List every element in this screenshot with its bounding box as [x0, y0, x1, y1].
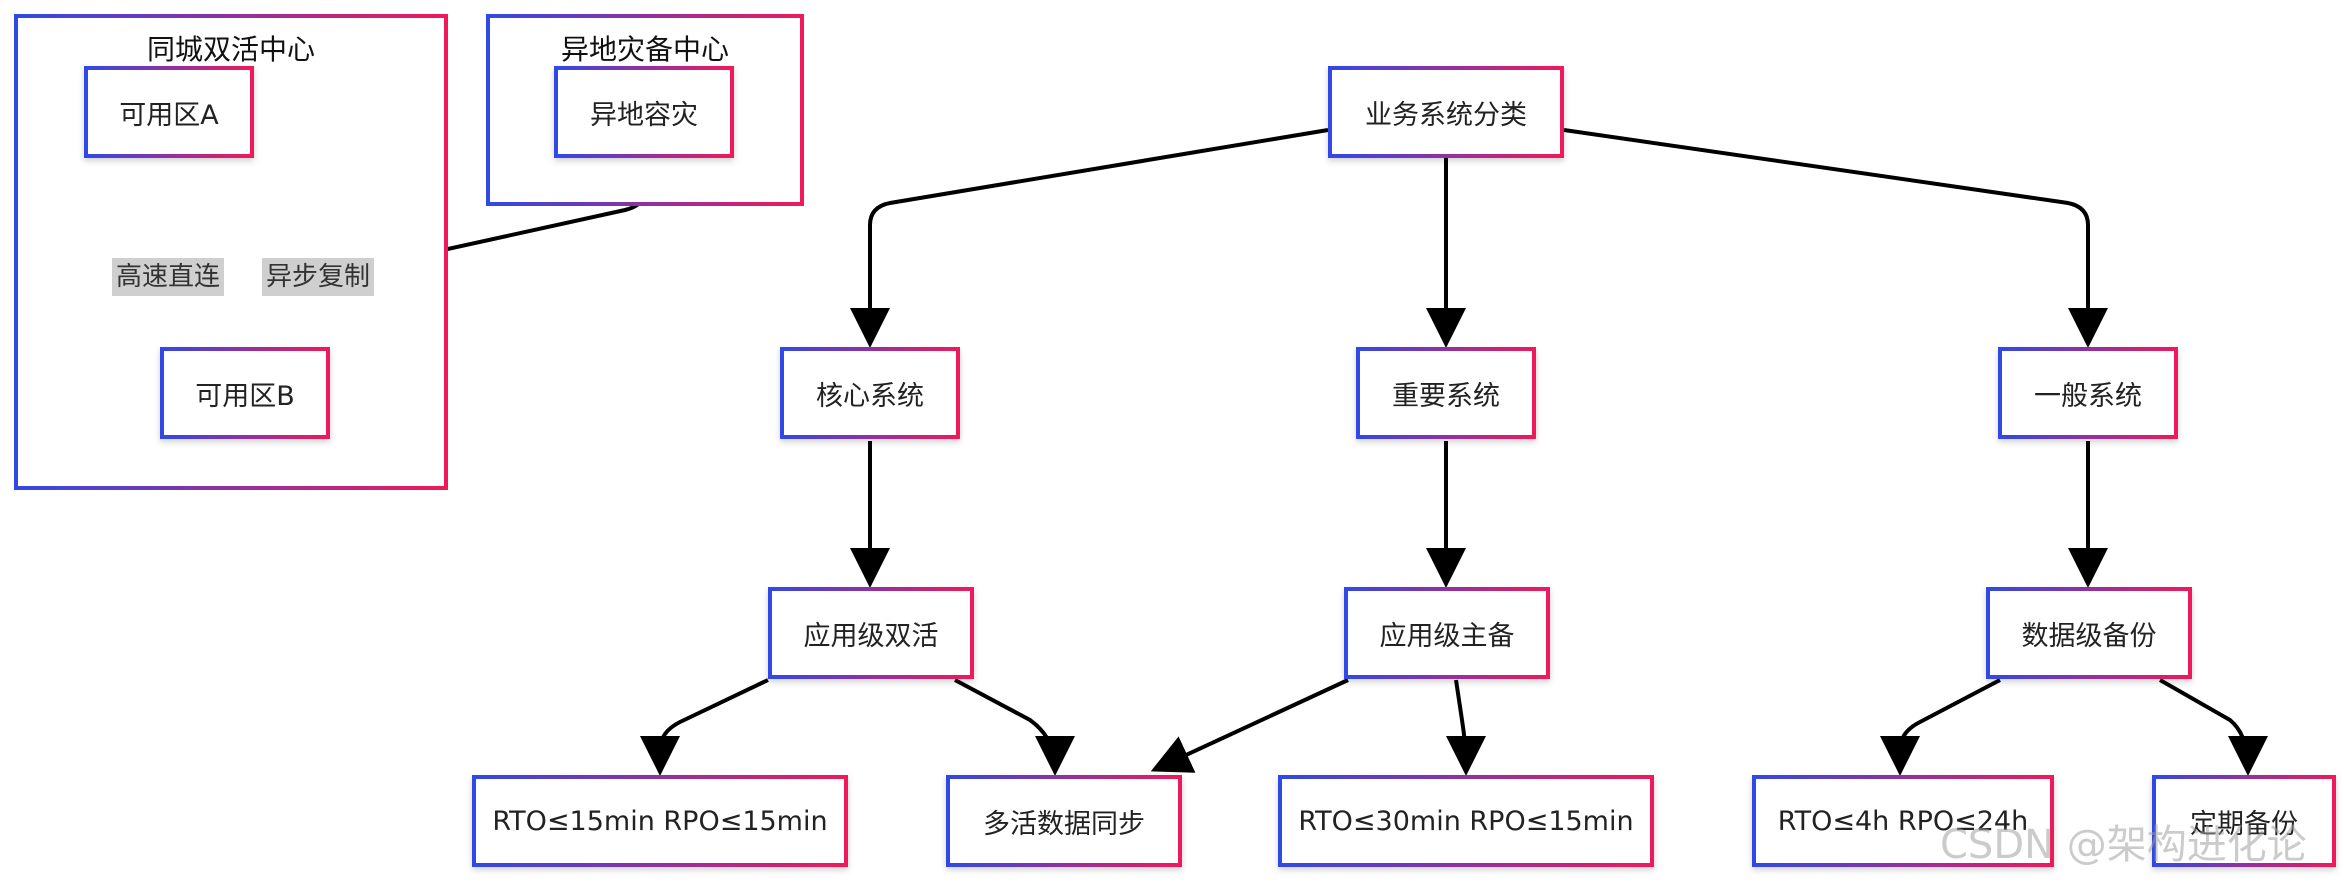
edge-app-standby-to-sync: [1150, 678, 1349, 773]
local-dc-title: 同城双活中心: [146, 33, 315, 66]
remote-dc-title: 异地灾备中心: [560, 33, 729, 66]
edge-app-active-to-sync: [954, 678, 1075, 776]
node-rto-general[interactable]: RTO≤4h RPO≤24h: [1752, 775, 2054, 867]
edge-root-to-core: [850, 128, 1329, 348]
node-general[interactable]: 一般系统: [1998, 347, 2178, 439]
node-remote-dr[interactable]: 异地容灾: [554, 66, 734, 158]
edge-root-to-general: [1563, 128, 2108, 348]
node-zone-b[interactable]: 可用区B: [160, 347, 330, 439]
node-root[interactable]: 业务系统分类: [1328, 66, 1564, 158]
edge-app-standby-to-rto: [1445, 679, 1486, 776]
node-data-backup[interactable]: 数据级备份: [1986, 587, 2192, 679]
node-app-standby[interactable]: 应用级主备: [1344, 587, 1550, 679]
edge-label-async-copy: 异步复制: [262, 258, 375, 296]
edge-app-active-to-rto: [640, 678, 769, 776]
node-rto-core[interactable]: RTO≤15min RPO≤15min: [472, 775, 848, 867]
node-core[interactable]: 核心系统: [780, 347, 960, 439]
node-app-active[interactable]: 应用级双活: [768, 587, 974, 679]
node-important[interactable]: 重要系统: [1356, 347, 1536, 439]
node-multi-sync[interactable]: 多活数据同步: [946, 775, 1182, 867]
edge-data-backup-to-rto: [1880, 678, 2001, 776]
edge-label-high-speed: 高速直连: [112, 258, 225, 296]
node-rto-important[interactable]: RTO≤30min RPO≤15min: [1278, 775, 1654, 867]
node-periodic-backup[interactable]: 定期备份: [2152, 775, 2336, 867]
watermark: CSDN @架构进化论: [1940, 822, 2307, 868]
edge-data-backup-to-periodic: [2159, 678, 2268, 776]
node-zone-a[interactable]: 可用区A: [84, 66, 254, 158]
